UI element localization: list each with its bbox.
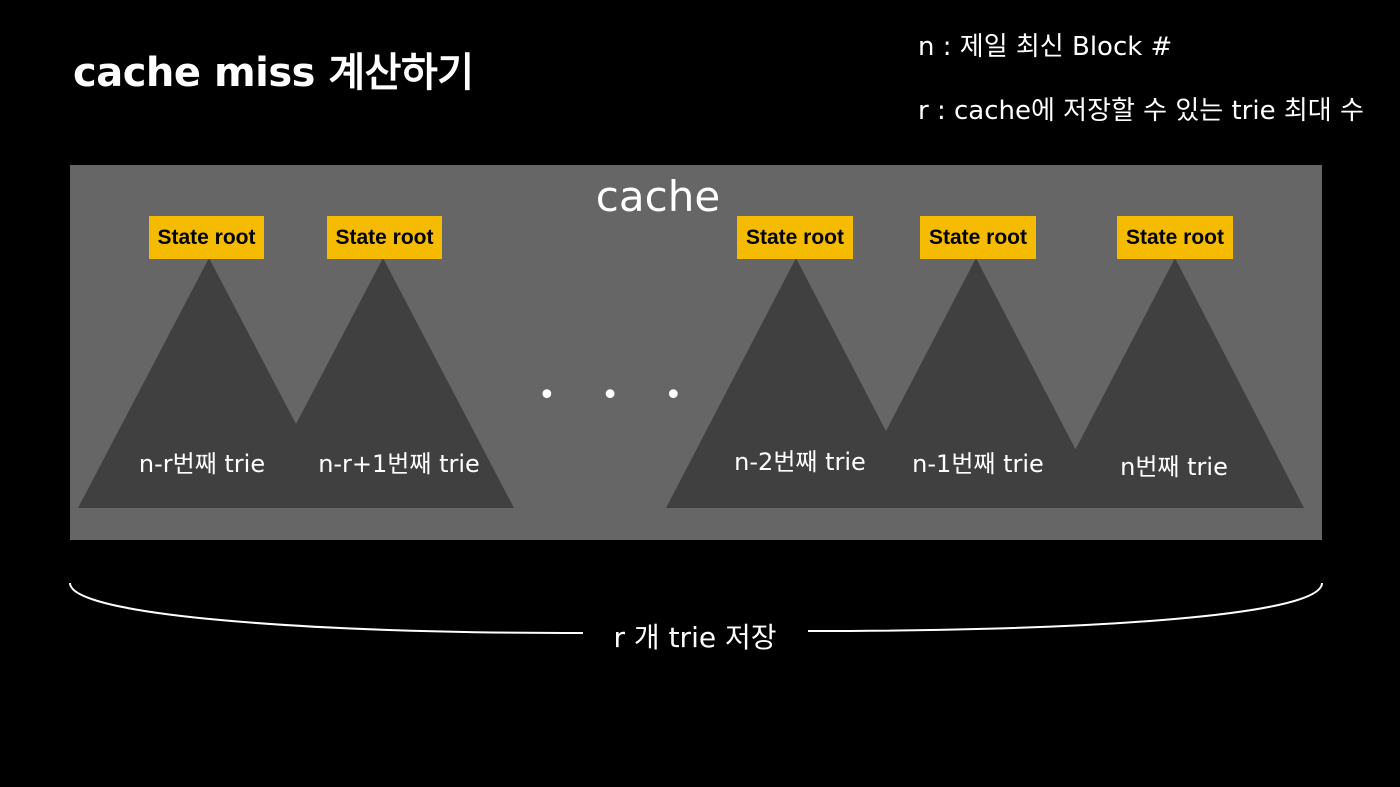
ellipsis: • • • <box>538 378 701 413</box>
legend-n-definition: n : 제일 최신 Block # <box>918 32 1173 62</box>
trie-label-1: n-r번째 trie <box>138 450 266 478</box>
trie-triangle-5 <box>1045 258 1304 508</box>
state-root-1: State root <box>149 216 264 259</box>
trie-triangle-2 <box>252 258 514 508</box>
brace-right <box>807 582 1323 632</box>
brace-label: r 개 trie 저장 <box>613 621 777 654</box>
cache-label: cache <box>595 172 721 221</box>
trie-label-2: n-r+1번째 trie <box>318 450 480 478</box>
trie-label-4: n-1번째 trie <box>912 450 1044 478</box>
trie-label-3: n-2번째 trie <box>734 448 866 476</box>
trie-triangle-4 <box>846 258 1106 508</box>
state-root-3: State root <box>737 216 853 259</box>
trie-label-5: n번째 trie <box>1120 453 1228 481</box>
state-root-5: State root <box>1117 216 1233 259</box>
trie-triangle-3 <box>666 258 926 508</box>
state-root-2: State root <box>327 216 442 259</box>
brace-left <box>69 582 584 634</box>
slide-title: cache miss 계산하기 <box>73 50 474 96</box>
state-root-4: State root <box>920 216 1036 259</box>
trie-triangle-1 <box>78 258 340 508</box>
legend-r-definition: r : cache에 저장할 수 있는 trie 최대 수 <box>918 96 1364 126</box>
